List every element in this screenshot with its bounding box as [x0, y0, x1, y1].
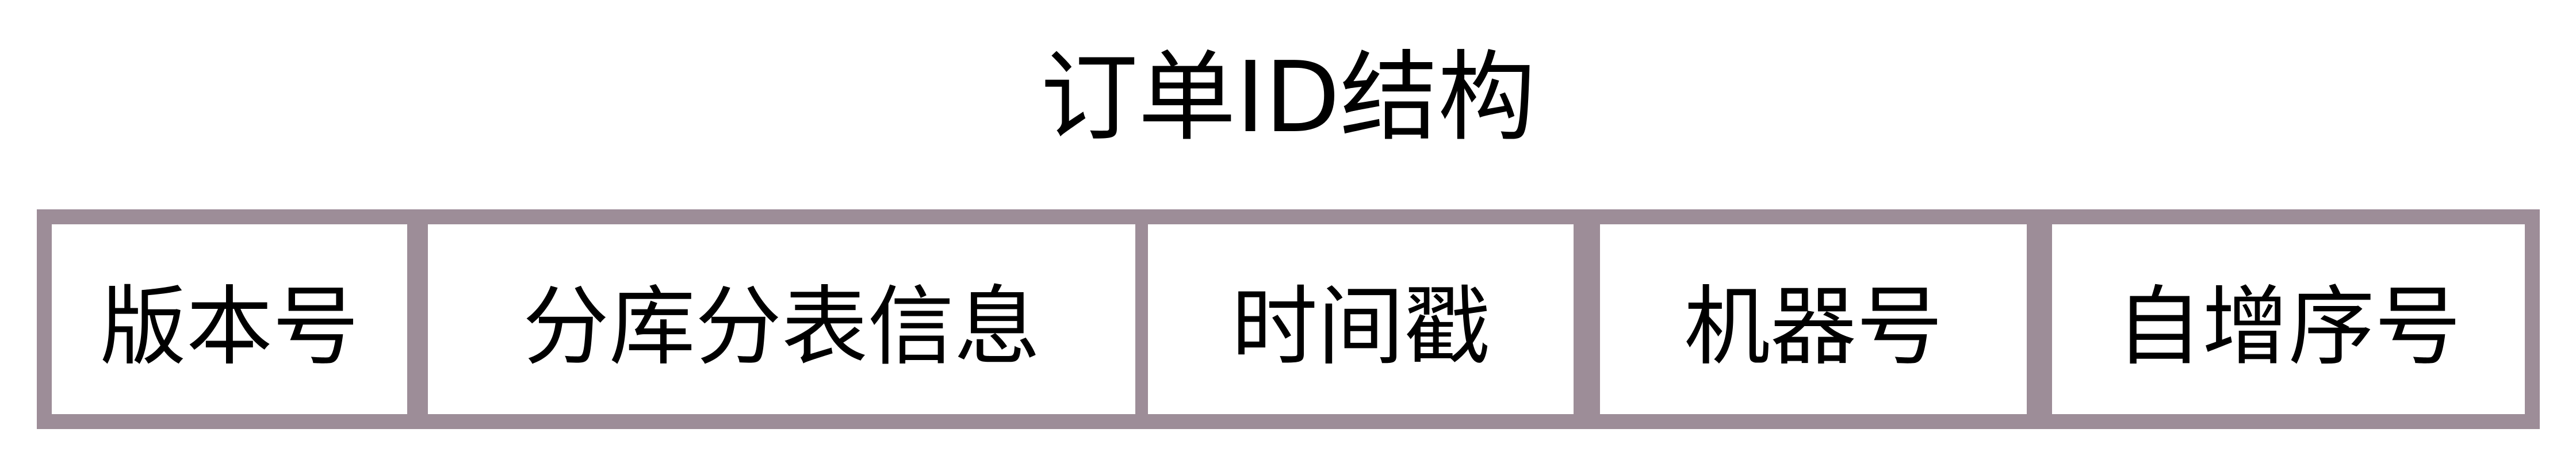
segment-shard-info: 分库分表信息 — [428, 224, 1135, 414]
segment-machine-id: 机器号 — [1600, 224, 2027, 414]
order-id-structure-bar: 版本号 分库分表信息 时间戳 机器号 自增序号 — [37, 209, 2540, 429]
segment-timestamp: 时间戳 — [1148, 224, 1574, 414]
segment-sequence: 自增序号 — [2052, 224, 2525, 414]
diagram-title: 订单ID结构 — [1040, 41, 1536, 155]
segment-version: 版本号 — [52, 224, 407, 414]
